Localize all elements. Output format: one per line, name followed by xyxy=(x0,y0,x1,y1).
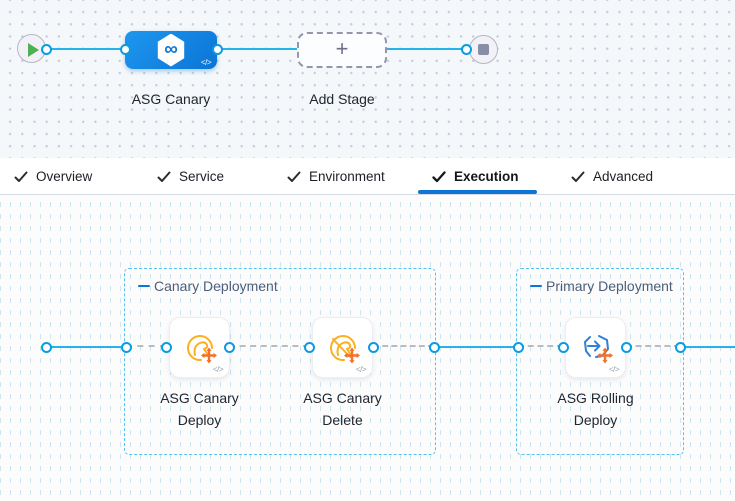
code-icon: </> xyxy=(608,365,620,374)
stage-node-asg-canary[interactable]: ∞ </> xyxy=(125,31,217,69)
connector-line xyxy=(46,48,126,50)
step-node-asg-rolling-deploy[interactable]: </> xyxy=(565,317,626,378)
stage-in-port[interactable] xyxy=(119,44,131,55)
tab-environment[interactable]: Environment xyxy=(287,158,385,195)
code-icon: </> xyxy=(200,58,212,67)
play-icon xyxy=(28,42,39,57)
stop-icon xyxy=(478,44,489,55)
plus-icon: + xyxy=(335,36,349,61)
group1-in-port[interactable] xyxy=(120,341,132,353)
tab-label: Service xyxy=(179,169,225,184)
step2-out-port[interactable] xyxy=(367,341,379,353)
tab-execution[interactable]: Execution xyxy=(432,158,519,195)
check-icon xyxy=(287,171,301,182)
step3-in-port[interactable] xyxy=(557,341,569,353)
collapse-icon[interactable] xyxy=(530,285,542,287)
step1-in-port[interactable] xyxy=(160,341,172,353)
step2-in-port[interactable] xyxy=(303,341,315,353)
start-out-port[interactable] xyxy=(40,341,52,353)
tab-overview[interactable]: Overview xyxy=(14,158,92,195)
asg-canary-delete-icon xyxy=(330,335,360,364)
connector-line xyxy=(46,346,126,348)
add-stage-button[interactable]: + xyxy=(297,32,387,68)
check-icon xyxy=(14,171,28,182)
step-label: ASG Canary Deploy xyxy=(160,390,239,428)
stage-config-tabbar: Overview Service Environment Execution A… xyxy=(0,158,735,195)
connector-line-dashed xyxy=(373,345,434,347)
step3-out-port[interactable] xyxy=(620,341,632,353)
stage-label: ASG Canary xyxy=(131,91,211,107)
end-in-port[interactable] xyxy=(460,44,472,55)
step-group-primary-deployment[interactable]: Primary Deployment xyxy=(516,268,684,455)
start-out-port[interactable] xyxy=(41,44,52,55)
check-icon xyxy=(571,171,585,182)
collapse-icon[interactable] xyxy=(138,285,150,287)
group-label: Primary Deployment xyxy=(530,278,673,294)
asg-rolling-deploy-icon xyxy=(584,335,613,364)
step-label: ASG Rolling Deploy xyxy=(557,390,634,428)
group1-out-port[interactable] xyxy=(428,341,440,353)
connector-line-dashed xyxy=(126,345,166,347)
harness-stage-icon: ∞ xyxy=(157,33,185,67)
group2-out-port[interactable] xyxy=(674,341,686,353)
asg-canary-deploy-icon xyxy=(187,335,217,364)
group-label: Canary Deployment xyxy=(138,278,278,294)
tab-advanced[interactable]: Advanced xyxy=(571,158,653,195)
code-icon: </> xyxy=(355,365,367,374)
connector-line xyxy=(434,346,518,348)
tab-label: Overview xyxy=(36,169,93,184)
tab-label: Environment xyxy=(309,169,385,184)
connector-line-dashed xyxy=(626,345,680,347)
step-node-asg-canary-delete[interactable]: </> xyxy=(312,317,373,378)
check-icon xyxy=(157,171,171,182)
tab-service[interactable]: Service xyxy=(157,158,224,195)
stage-out-port[interactable] xyxy=(211,44,223,55)
step-label: ASG Canary Delete xyxy=(303,390,382,428)
stage-graph-canvas[interactable]: ∞ </> + ASG Canary Add Stage xyxy=(0,0,735,158)
connector-line-dashed xyxy=(229,345,309,347)
step1-out-port[interactable] xyxy=(223,341,235,353)
connector-line xyxy=(387,48,467,50)
step-node-asg-canary-deploy[interactable]: </> xyxy=(169,317,230,378)
add-stage-label: Add Stage xyxy=(309,91,375,107)
connector-line xyxy=(680,346,735,348)
connector-line-dashed xyxy=(518,345,563,347)
tab-label: Execution xyxy=(454,169,519,184)
active-tab-indicator xyxy=(418,190,537,194)
code-icon: </> xyxy=(212,365,224,374)
step-group-canary-deployment[interactable]: Canary Deployment xyxy=(124,268,436,455)
execution-canvas[interactable]: Canary Deployment Primary Deployment xyxy=(0,195,735,501)
connector-line xyxy=(217,48,297,50)
group2-in-port[interactable] xyxy=(512,341,524,353)
tab-label: Advanced xyxy=(593,169,654,184)
pipeline-end-node xyxy=(469,35,498,64)
check-icon xyxy=(432,170,446,182)
